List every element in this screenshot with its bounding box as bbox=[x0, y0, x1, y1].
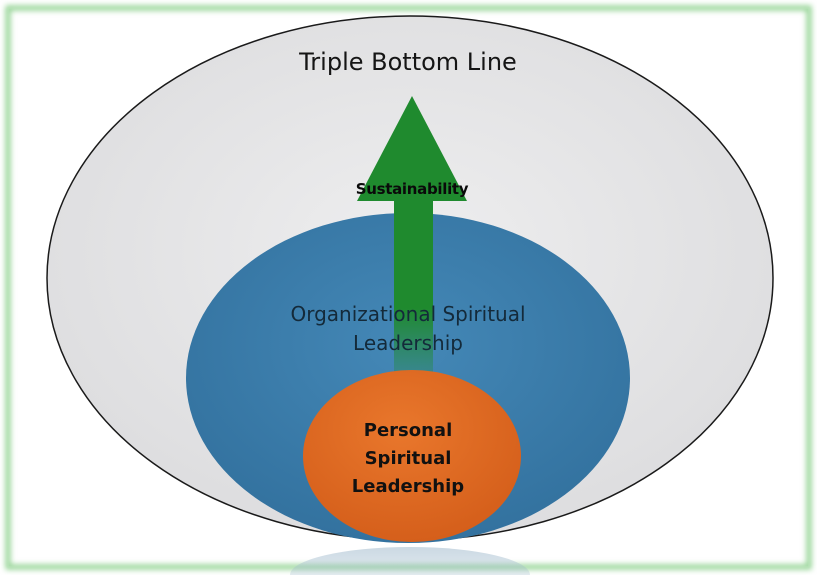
outer-label-triple-bottom-line: Triple Bottom Line bbox=[299, 48, 517, 76]
arrow-shaft bbox=[394, 198, 433, 398]
inner-reflection bbox=[290, 547, 530, 575]
arrow-label-sustainability: Sustainability bbox=[355, 180, 469, 198]
arrow-head bbox=[357, 96, 467, 201]
inner-label-personal-spiritual-leadership: Personal Spiritual Leadership bbox=[351, 420, 465, 497]
middle-label-organizational-spiritual-leadership: Organizational Spiritual Leadership bbox=[290, 302, 526, 355]
inner-circle bbox=[303, 370, 521, 542]
